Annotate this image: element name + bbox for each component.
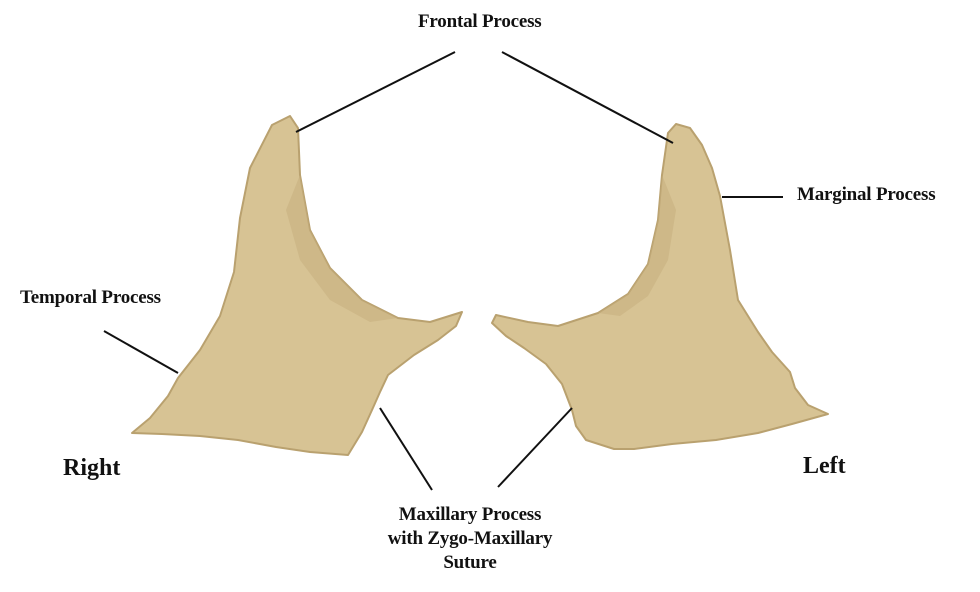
maxillary-label-line-2: with Zygo-Maxillary [330,527,610,551]
frontal-leader-left [502,52,673,143]
right-side-label: Right [63,455,120,482]
frontal-process-label: Frontal Process [418,11,541,33]
temporal-leader [104,331,178,373]
left-zygomatic-bone [492,124,828,449]
marginal-process-label: Marginal Process [797,184,935,206]
maxillary-label-line-1: Maxillary Process [330,503,610,527]
maxillary-leader-left [498,408,572,487]
maxillary-leader-right [380,408,432,490]
frontal-leader-right [296,52,455,132]
maxillary-label-line-3: Suture [330,551,610,575]
right-zygomatic-bone [132,116,462,455]
left-side-label: Left [803,453,846,480]
maxillary-process-label: Maxillary Process with Zygo-Maxillary Su… [330,503,610,575]
temporal-process-label: Temporal Process [20,287,161,309]
